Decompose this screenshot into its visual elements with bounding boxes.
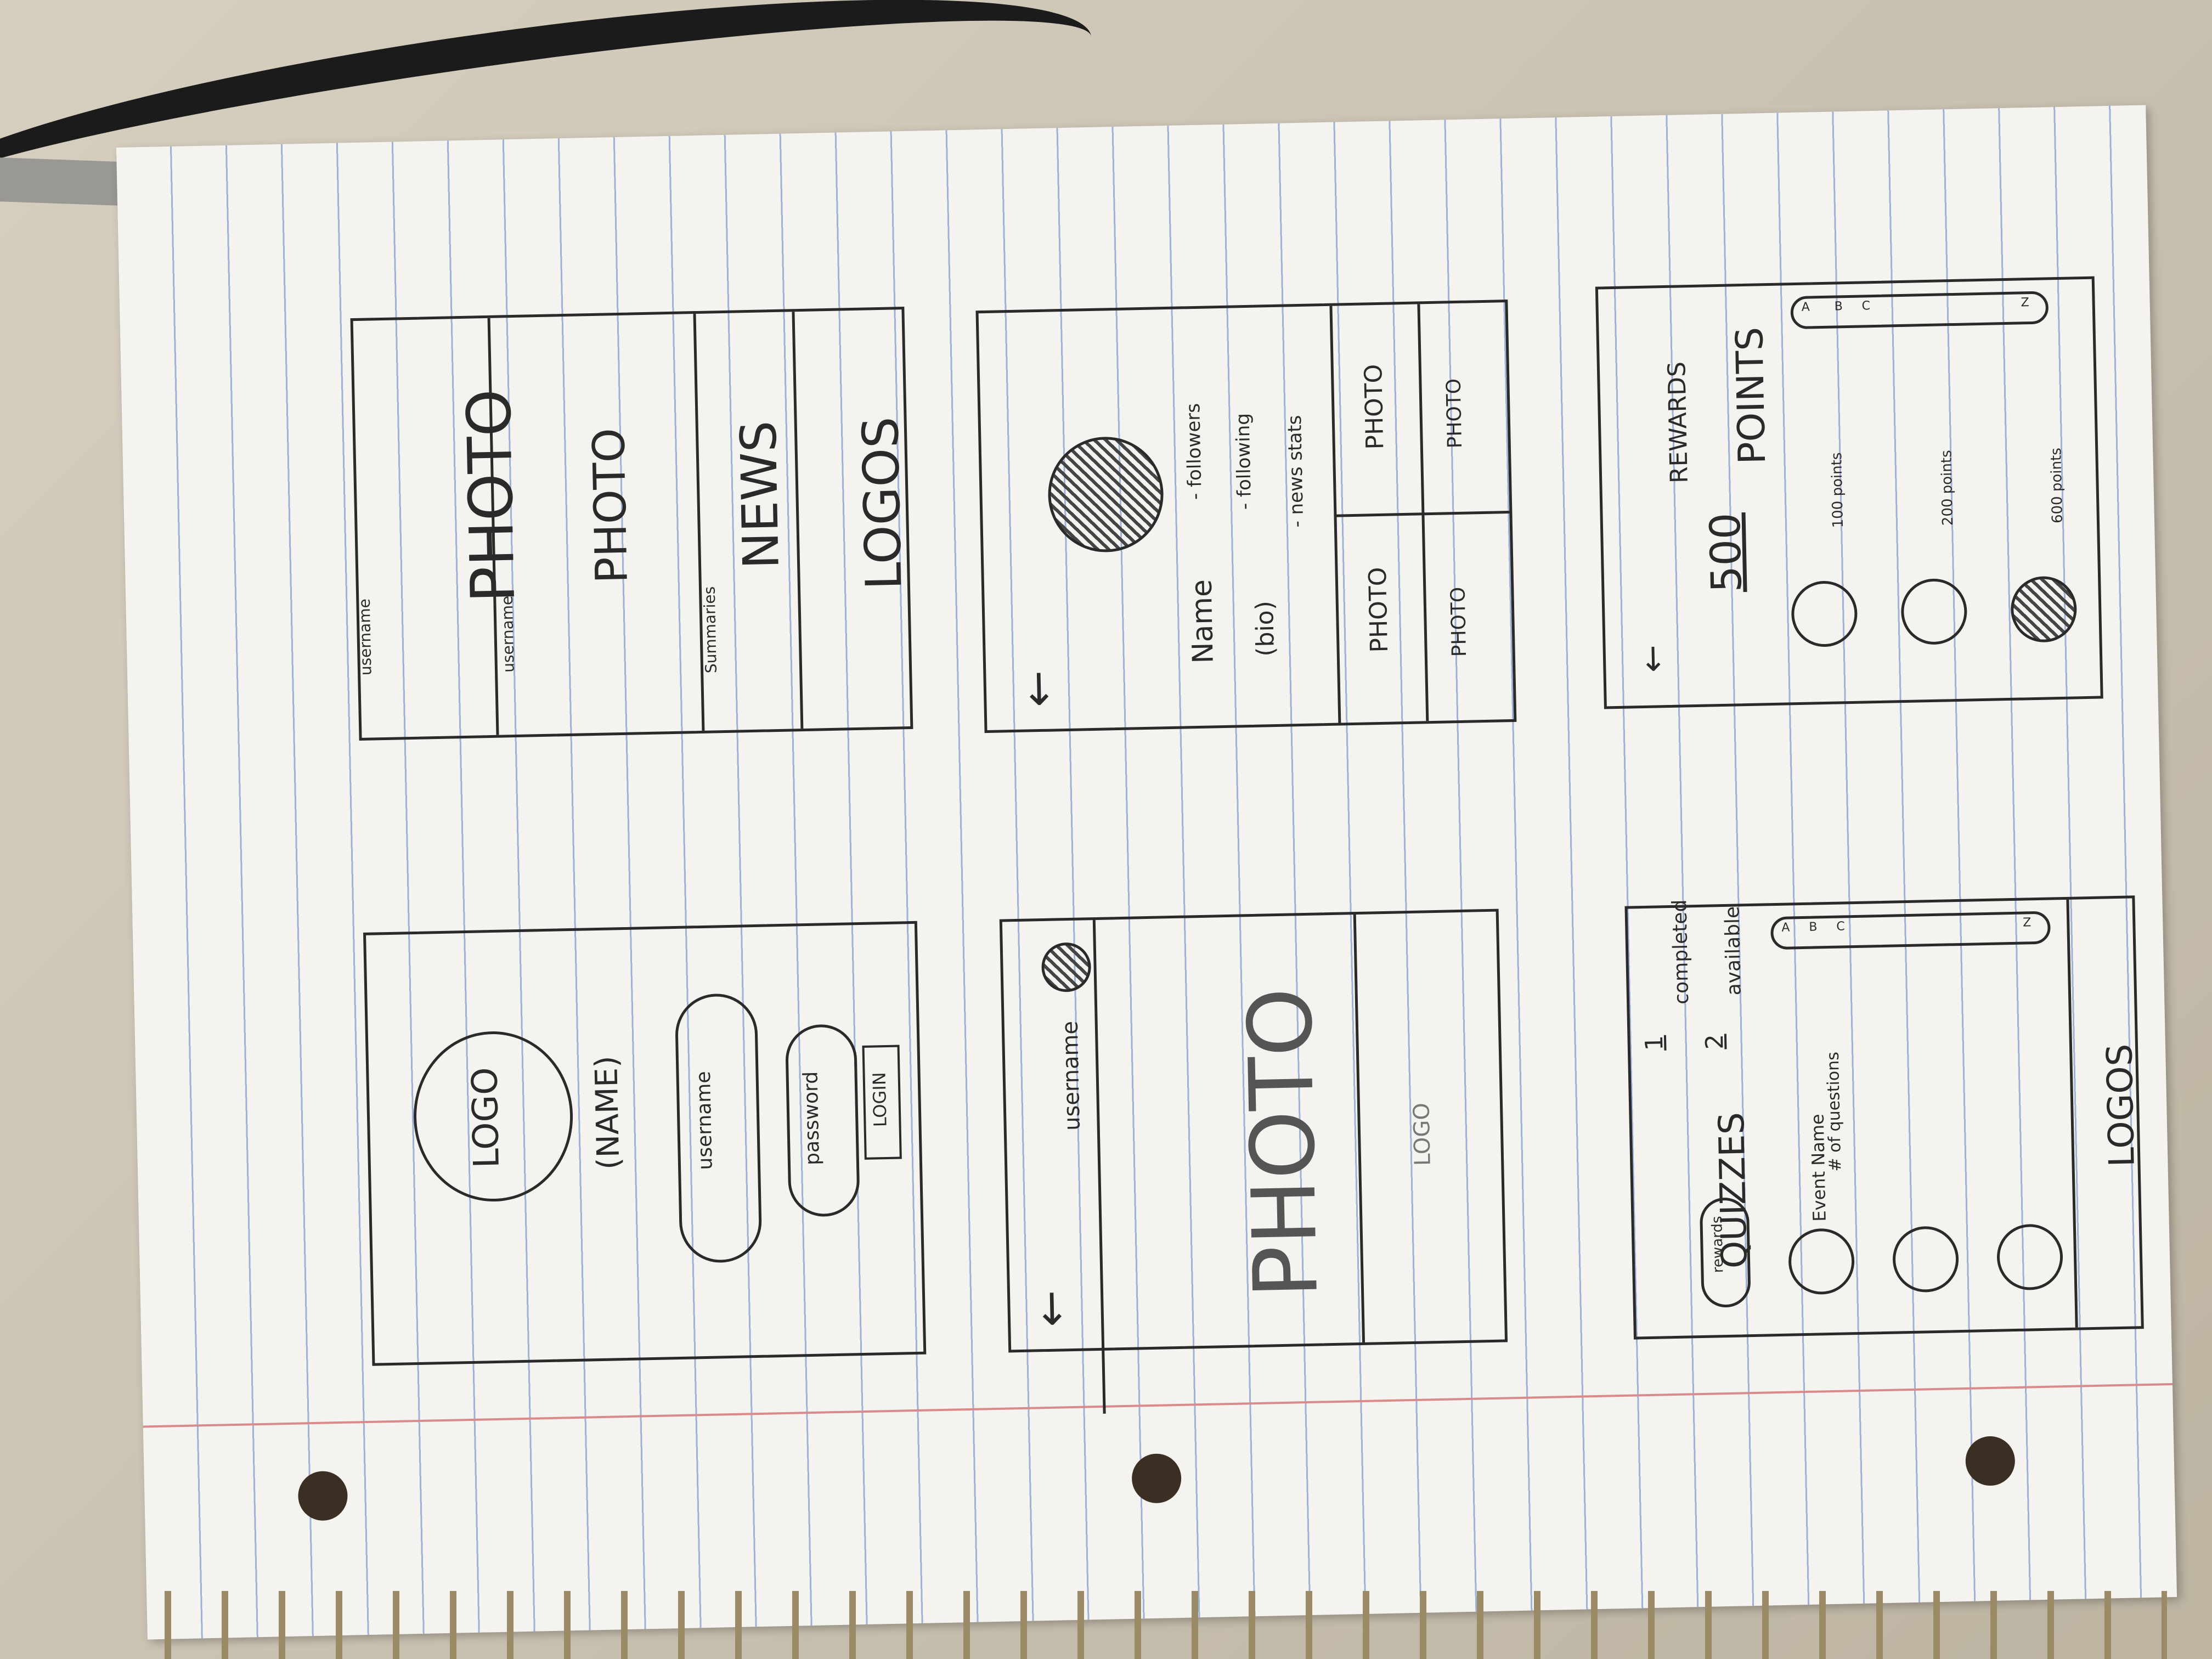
post-photo: PHOTO xyxy=(1228,986,1338,1300)
quizzes-sketch: QUIZZES rewards 1 completed 2 available … xyxy=(1624,895,2144,1340)
binder-hole xyxy=(1131,1453,1182,1504)
rewards-button-label: rewards xyxy=(1709,1216,1727,1273)
login-name: (NAME) xyxy=(589,1055,627,1170)
reward-3-label: 600 points xyxy=(2048,447,2066,524)
profile-back[interactable]: ← xyxy=(1012,670,1064,708)
available-count: 2 xyxy=(1700,1034,1729,1050)
login-sketch: LOGO (NAME) username password LOGIN xyxy=(363,921,927,1366)
profile-sketch: ← Name (bio) - followers - following - n… xyxy=(975,299,1517,733)
username-field[interactable] xyxy=(674,992,763,1263)
profile-photo-1: PHOTO xyxy=(1363,567,1394,653)
rewards-back[interactable]: ← xyxy=(1633,644,1672,673)
profile-following: - following xyxy=(1232,413,1256,510)
rewards-index-a: A xyxy=(1801,300,1810,314)
binder-hole xyxy=(1965,1436,2016,1486)
reward-1-icon xyxy=(1791,580,1858,648)
laptop-edge xyxy=(0,156,133,206)
feed-logos: LOGOS xyxy=(851,416,913,591)
profile-photo-2: PHOTO xyxy=(1359,364,1390,450)
available-label: available xyxy=(1721,906,1746,996)
reward-2-label: 200 points xyxy=(1938,450,1956,526)
notebook-page: username PHOTO username PHOTO Summaries … xyxy=(116,105,2177,1640)
post-username: username xyxy=(1057,1020,1085,1131)
profile-photo-3: PHOTO xyxy=(1447,586,1471,657)
feed-news: NEWS xyxy=(730,420,791,570)
login-button-label: LOGIN xyxy=(868,1071,891,1127)
login-username: username xyxy=(692,1071,717,1170)
quizzes-index-b: B xyxy=(1809,920,1818,934)
rewards-index-z: Z xyxy=(2021,296,2029,310)
reward-2-icon xyxy=(1900,578,1968,646)
login-password: password xyxy=(799,1071,825,1166)
rewards-index-b: B xyxy=(1834,300,1843,314)
feed-photo-2: PHOTO xyxy=(583,427,637,584)
login-logo: LOGO xyxy=(465,1066,507,1169)
completed-label: completed xyxy=(1668,899,1694,1005)
feed-summaries: Summaries xyxy=(700,586,720,674)
feed-username-2: username xyxy=(498,595,518,673)
profile-name: Name xyxy=(1185,579,1220,664)
feed-username-1: username xyxy=(355,598,375,676)
quiz-3-icon[interactable] xyxy=(1996,1223,2064,1291)
quizzes-logos: LOGOS xyxy=(2100,1043,2143,1167)
quizzes-index-a: A xyxy=(1781,921,1790,935)
quiz-1-icon[interactable] xyxy=(1787,1228,1855,1295)
rewards-points-label: POINTS xyxy=(1728,326,1775,465)
profile-followers: - followers xyxy=(1182,403,1206,500)
quizzes-index-z: Z xyxy=(2023,916,2032,930)
margin-line xyxy=(143,1383,2172,1428)
profile-bio: (bio) xyxy=(1250,600,1280,657)
quiz-2-icon[interactable] xyxy=(1892,1226,1960,1293)
rewards-index-c: C xyxy=(1861,299,1871,313)
rewards-title: REWARDS xyxy=(1663,361,1694,484)
reward-1-label: 100 points xyxy=(1829,452,1847,528)
feed-sketch: username PHOTO username PHOTO Summaries … xyxy=(350,307,913,741)
profile-news-stats: - news stats xyxy=(1284,415,1308,528)
post-avatar xyxy=(1041,942,1092,993)
quizzes-index-c: C xyxy=(1836,919,1845,934)
post-logo: LOGO xyxy=(1409,1102,1436,1166)
rewards-sketch: ← REWARDS 500 POINTS 100 points 200 poin… xyxy=(1595,276,2103,709)
feed-photo-1: PHOTO xyxy=(454,388,529,603)
quiz-num-questions: # of questions xyxy=(1823,1051,1846,1172)
alpha-index-bar[interactable] xyxy=(1790,291,2049,330)
post-sketch: ← username PHOTO LOGO xyxy=(999,909,1508,1414)
profile-photo-4: PHOTO xyxy=(1442,378,1467,449)
spiral-binding xyxy=(126,1591,2167,1659)
binder-hole xyxy=(297,1470,348,1521)
reward-3-icon xyxy=(2010,575,2078,643)
post-back[interactable]: ← xyxy=(1024,1289,1077,1328)
rewards-points-value: 500 xyxy=(1700,512,1751,593)
avatar xyxy=(1047,436,1165,554)
completed-count: 1 xyxy=(1640,1035,1669,1051)
